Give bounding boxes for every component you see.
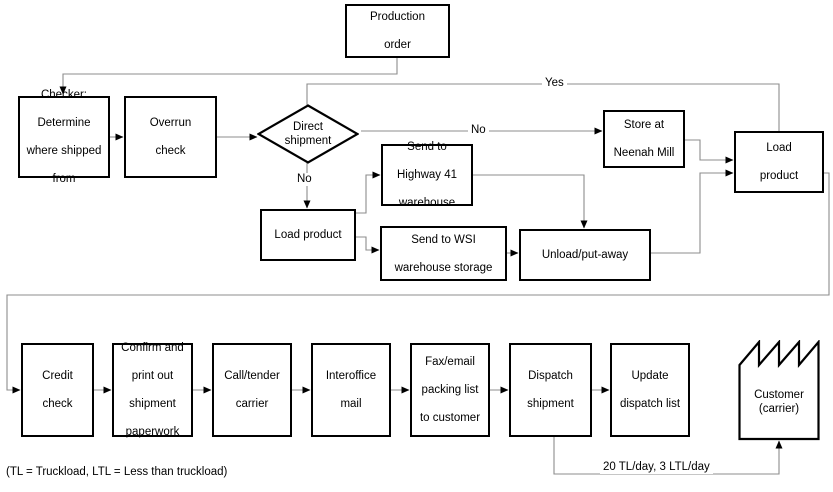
node-line: Fax/email [425,356,475,368]
node-store-at-neenah-mill[interactable]: Store at Neenah Mill [603,110,685,168]
wire-store-to-load [685,139,734,164]
node-send-to-wsi-warehouse-storage[interactable]: Send to WSI warehouse storage [380,226,507,281]
node-line: warehouse [398,197,456,209]
node-line: Determine [37,117,91,129]
node-line: shipment [527,398,574,410]
edge-label-no-down: No [294,173,315,186]
node-line: dispatch list [619,398,681,410]
node-line: Unload/put-away [541,249,629,261]
node-line: check [155,145,186,157]
node-load-product-mid[interactable]: Load product [260,209,356,261]
wire-highway41-to-unload [473,174,588,229]
node-line: Send to WSI [411,233,476,246]
node-customer-carrier[interactable]: Customer (carrier) [738,340,820,441]
node-line: Load product [274,229,342,241]
node-unload-put-away[interactable]: Unload/put-away [519,229,651,281]
wire-diamond-yes-to-load [306,83,783,153]
node-line: Confirm and [121,342,184,354]
node-line: warehouse storage [394,261,493,274]
customer-label: Customer (carrier) [738,388,820,416]
node-line: Highway 41 [396,169,458,181]
wire-unload-to-load [651,169,734,254]
wire-production-to-checker [59,58,398,95]
node-line: packing list [421,384,479,396]
node-line: order [384,39,411,51]
edge-label-no-right: No [468,124,489,137]
node-load-product-right[interactable]: Load product [734,131,824,193]
node-line: from [52,173,76,185]
node-line: mail [340,398,362,410]
node-line: to customer [419,412,481,424]
node-line: Direct [292,121,323,133]
wire-loadmid-to-highway41 [356,171,381,214]
node-overrun-check[interactable]: Overrun check [124,96,217,178]
node-line: Load [766,142,792,154]
node-line: Checker: [40,89,88,101]
node-line: carrier [235,398,269,410]
node-line: (carrier) [758,403,800,415]
node-line: Store at [623,119,665,131]
legend-footnote: (TL = Truckload, LTL = Less than trucklo… [6,466,228,478]
node-interoffice-mail[interactable]: Interoffice mail [311,343,391,437]
node-line: print out [131,370,174,382]
node-line: Neenah Mill [613,147,675,159]
edge-label-throughput: 20 TL/day, 3 LTL/day [600,461,713,474]
node-credit-check[interactable]: Credit check [21,343,94,437]
node-line: Customer [754,389,804,401]
node-confirm-and-print-shipment-paperwork[interactable]: Confirm and print out shipment paperwork [112,342,193,438]
wire-loadmid-to-wsi [356,236,380,254]
node-direct-shipment-decision[interactable]: Direct shipment [257,104,359,164]
diamond-label: Direct shipment [285,120,332,148]
node-line: Call/tender [224,370,280,382]
node-line: Send to [407,141,447,153]
node-line: Update [631,370,669,382]
node-checker[interactable]: Checker: Determine where shipped from [18,89,110,185]
node-line: paperwork [125,426,180,438]
node-update-dispatch-list[interactable]: Update dispatch list [610,343,690,437]
node-line: Overrun [149,117,192,129]
edge-label-yes: Yes [542,77,567,90]
node-line: shipment [284,135,332,147]
node-call-tender-carrier[interactable]: Call/tender carrier [212,343,292,437]
node-line: shipment [129,398,176,410]
node-line: Interoffice [325,370,377,382]
node-line: product [759,170,799,182]
node-dispatch-shipment[interactable]: Dispatch shipment [509,343,592,437]
node-line: check [42,398,73,410]
node-line: Dispatch [528,370,573,382]
node-production-order[interactable]: Production order [345,4,450,58]
node-line: Production [370,11,425,23]
node-line: Credit [42,370,73,382]
node-send-to-highway-41-warehouse[interactable]: Send to Highway 41 warehouse [381,141,473,209]
node-line: where shipped [26,145,102,157]
node-fax-email-packing-list[interactable]: Fax/email packing list to customer [410,343,490,437]
